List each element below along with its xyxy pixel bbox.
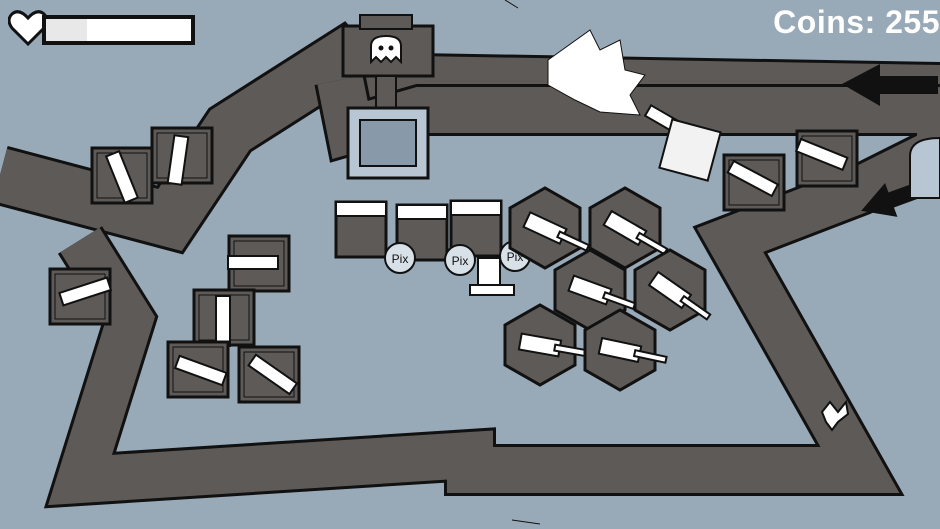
enemy-sprite[interactable] — [820, 399, 850, 432]
base-tower[interactable] — [341, 14, 435, 180]
coins-label: Coins: — [773, 4, 876, 40]
tower-plate[interactable] — [794, 129, 859, 188]
hex-tower[interactable] — [633, 248, 712, 332]
tower-plate[interactable] — [227, 234, 291, 293]
arrow-left-icon — [842, 64, 938, 106]
health-meter — [42, 15, 195, 45]
tower-plate[interactable] — [150, 126, 214, 186]
svg-text:Pix: Pix — [392, 252, 409, 266]
pix-sign: Pix — [384, 242, 416, 274]
health-bar — [8, 6, 198, 58]
spray-tower[interactable] — [547, 29, 722, 182]
hex-tower[interactable] — [553, 248, 637, 332]
pix-sign: Pix — [444, 244, 476, 276]
hex-tower[interactable] — [583, 308, 668, 392]
hex-tower[interactable] — [503, 303, 588, 387]
debris — [504, 0, 541, 525]
health-fill — [46, 19, 87, 41]
svg-text:Pix: Pix — [452, 254, 469, 268]
hex-tower[interactable] — [588, 186, 669, 270]
ghost-icon — [909, 136, 940, 199]
tower-plate[interactable] — [90, 146, 154, 205]
tower-plate[interactable] — [166, 340, 230, 399]
tower-plate[interactable] — [237, 345, 301, 404]
tower-plate[interactable] — [192, 288, 256, 347]
tower-plate[interactable] — [48, 267, 113, 326]
hex-tower[interactable] — [508, 186, 591, 270]
pixel-stand — [469, 257, 515, 296]
tower-plate[interactable] — [722, 153, 786, 212]
ghost-icon — [370, 34, 402, 65]
coins-counter: Coins: 255 — [773, 4, 940, 41]
pixel-block[interactable] — [334, 200, 388, 259]
coins-value: 255 — [885, 4, 940, 40]
